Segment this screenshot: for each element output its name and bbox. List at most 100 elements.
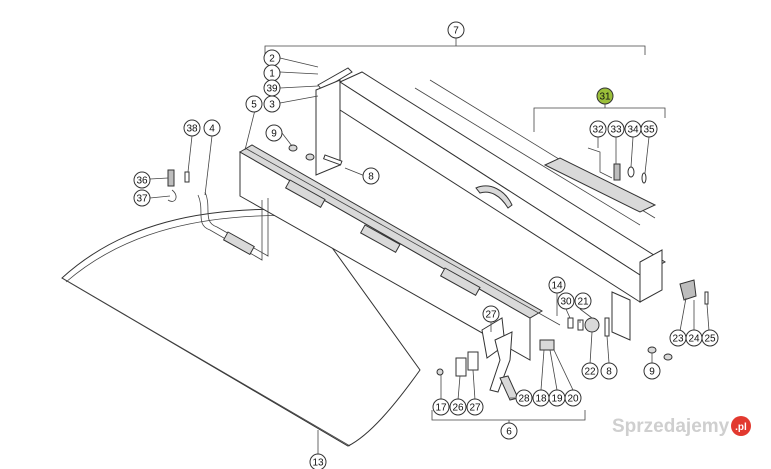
svg-text:28: 28 bbox=[518, 394, 530, 405]
svg-text:14: 14 bbox=[551, 281, 563, 292]
callout-24: 24 bbox=[685, 329, 703, 347]
knob-22 bbox=[584, 317, 600, 333]
callout-39: 39 bbox=[263, 79, 281, 97]
cover-front-lip bbox=[61, 277, 351, 447]
callout-27-upper: 27 bbox=[482, 305, 500, 323]
screw-17 bbox=[436, 368, 444, 376]
callout-32: 32 bbox=[589, 120, 607, 138]
svg-text:20: 20 bbox=[567, 394, 579, 405]
svg-text:3: 3 bbox=[269, 100, 275, 111]
svg-text:18: 18 bbox=[535, 394, 547, 405]
svg-text:8: 8 bbox=[368, 172, 374, 183]
ring-35 bbox=[641, 172, 647, 184]
watermark-badge bbox=[731, 416, 751, 436]
bolt-8b bbox=[604, 317, 610, 337]
callout-9-lower: 9 bbox=[643, 362, 661, 380]
callout-33: 33 bbox=[607, 120, 625, 138]
callout-26: 26 bbox=[449, 398, 467, 416]
svg-text:36: 36 bbox=[136, 176, 148, 187]
svg-text:4: 4 bbox=[209, 124, 215, 135]
callout-28: 28 bbox=[515, 389, 533, 407]
nut-9d bbox=[663, 353, 673, 361]
nut-9c bbox=[647, 346, 657, 354]
rod-32 bbox=[587, 147, 613, 179]
nut-9b bbox=[305, 153, 315, 161]
svg-text:33: 33 bbox=[610, 125, 622, 136]
svg-text:2: 2 bbox=[269, 54, 275, 65]
svg-text:39: 39 bbox=[266, 84, 278, 95]
latch-bracket-26 bbox=[455, 357, 467, 377]
housing-end-plate bbox=[639, 249, 663, 303]
housing-back-edge-1 bbox=[414, 87, 641, 226]
callout-8-upper: 8 bbox=[362, 167, 380, 185]
spring-36 bbox=[167, 169, 175, 187]
svg-text:32: 32 bbox=[592, 125, 604, 136]
callout-25: 25 bbox=[701, 329, 719, 347]
callout-17: 17 bbox=[432, 398, 450, 416]
rail-tube-2 bbox=[359, 224, 401, 253]
bent-handle-outer bbox=[204, 191, 269, 257]
rail-tube-3 bbox=[439, 267, 481, 296]
svg-text:37: 37 bbox=[136, 194, 148, 205]
callout-22: 22 bbox=[581, 362, 599, 380]
callout-6: 6 bbox=[500, 422, 518, 440]
callout-20: 20 bbox=[564, 389, 582, 407]
callout-27-lower: 27 bbox=[466, 398, 484, 416]
svg-text:8: 8 bbox=[606, 367, 612, 378]
callout-4: 4 bbox=[203, 119, 221, 137]
callout-31: 31 bbox=[596, 87, 614, 105]
svg-text:38: 38 bbox=[186, 124, 198, 135]
svg-text:25: 25 bbox=[704, 334, 716, 345]
svg-text:27: 27 bbox=[485, 310, 497, 321]
leader-lines bbox=[149, 57, 710, 401]
svg-text:27: 27 bbox=[469, 403, 481, 414]
bracket-6 bbox=[431, 410, 586, 421]
callout-37: 37 bbox=[133, 189, 151, 207]
svg-text:19: 19 bbox=[551, 394, 563, 405]
bent-handle bbox=[197, 194, 263, 261]
latch-bracket-27b bbox=[467, 351, 479, 371]
callout-18: 18 bbox=[532, 389, 550, 407]
svg-text:6: 6 bbox=[506, 427, 512, 438]
bolt-8 bbox=[322, 154, 343, 166]
svg-text:26: 26 bbox=[452, 403, 464, 414]
washer-34 bbox=[627, 166, 635, 178]
washer-30 bbox=[567, 317, 574, 329]
pawl-28 bbox=[499, 375, 519, 401]
callout-1: 1 bbox=[263, 64, 281, 82]
cover-inner-edge bbox=[65, 215, 308, 283]
latch-hook bbox=[489, 331, 513, 393]
svg-text:5: 5 bbox=[251, 100, 257, 111]
svg-text:9: 9 bbox=[271, 129, 277, 140]
svg-text:34: 34 bbox=[627, 125, 639, 136]
callout-2: 2 bbox=[263, 49, 281, 67]
bracket-31 bbox=[533, 107, 666, 132]
callout-36: 36 bbox=[133, 171, 151, 189]
callout-5: 5 bbox=[245, 95, 263, 113]
svg-text:9: 9 bbox=[649, 367, 655, 378]
spring-33 bbox=[613, 163, 621, 181]
callout-38: 38 bbox=[183, 119, 201, 137]
rail-tube-1 bbox=[284, 179, 326, 208]
callout-8-lower: 8 bbox=[600, 362, 618, 380]
callout-19: 19 bbox=[548, 389, 566, 407]
callout-7: 7 bbox=[447, 21, 465, 39]
long-rod-31 bbox=[543, 157, 657, 213]
lever-bracket bbox=[611, 291, 631, 341]
rail-long-rod bbox=[244, 147, 561, 326]
svg-text:22: 22 bbox=[584, 367, 596, 378]
callout-3: 3 bbox=[263, 95, 281, 113]
svg-text:.pl: .pl bbox=[735, 422, 747, 433]
clip-23 bbox=[679, 279, 697, 301]
handle-grip bbox=[222, 231, 255, 256]
svg-text:24: 24 bbox=[688, 334, 700, 345]
svg-text:23: 23 bbox=[672, 334, 684, 345]
callout-30: 30 bbox=[557, 292, 575, 310]
svg-text:13: 13 bbox=[312, 458, 324, 469]
bracket-7 bbox=[264, 45, 646, 55]
pin-25 bbox=[704, 291, 709, 305]
svg-text:30: 30 bbox=[560, 297, 572, 308]
callout-14: 14 bbox=[548, 276, 566, 294]
